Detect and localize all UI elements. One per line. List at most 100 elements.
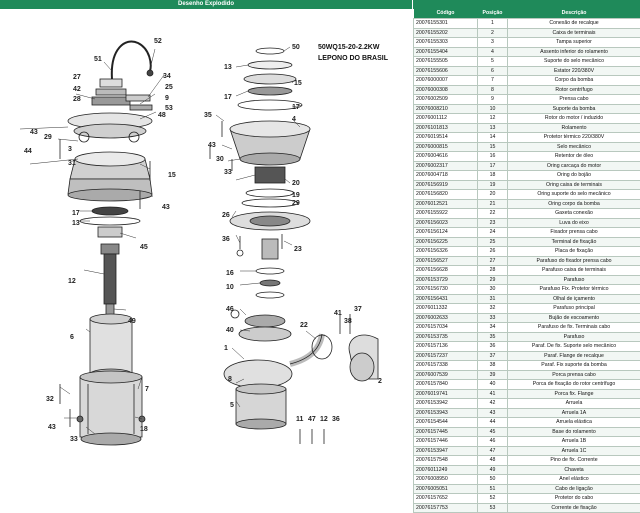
part-code: 20076154544	[414, 418, 478, 428]
part-position: 24	[478, 228, 508, 238]
part-code: 20076153943	[414, 408, 478, 418]
part-code: 20076153947	[414, 446, 478, 456]
part-description: Parafuso	[508, 275, 640, 285]
part-description: Fixador prensa cabo	[508, 228, 640, 238]
callout-16: 16	[226, 270, 234, 277]
callout-33r: 33	[224, 169, 232, 176]
part-code: 20076155606	[414, 66, 478, 76]
part-description: Arruela 1C	[508, 446, 640, 456]
part-position: 22	[478, 209, 508, 219]
part-position: 36	[478, 342, 508, 352]
part-position: 14	[478, 133, 508, 143]
column-header-code: Código	[414, 9, 478, 19]
callout-52: 52	[154, 38, 162, 45]
callout-49: 49	[128, 318, 136, 325]
part-code: 20076004616	[414, 152, 478, 162]
part-description: Corpo da bomba	[508, 76, 640, 86]
part-description: Chaveta	[508, 465, 640, 475]
part-position: 15	[478, 142, 508, 152]
part-position: 43	[478, 408, 508, 418]
part-position: 1	[478, 19, 508, 29]
part-description: Caixa de terminais	[508, 28, 640, 38]
callout-12: 12	[68, 278, 76, 285]
part-code: 20076000007	[414, 76, 478, 86]
part-position: 17	[478, 161, 508, 171]
part-description: Bujão de escoamento	[508, 313, 640, 323]
part-position: 50	[478, 475, 508, 485]
callout-6: 6	[70, 334, 74, 341]
part-code: 20076156023	[414, 218, 478, 228]
part-position: 48	[478, 456, 508, 466]
part-description: Prensa cabo	[508, 95, 640, 105]
part-code: 20076155303	[414, 38, 478, 48]
part-position: 42	[478, 399, 508, 409]
part-description: Paraf. Flange de recalque	[508, 351, 640, 361]
part-position: 33	[478, 313, 508, 323]
part-code: 20076157446	[414, 437, 478, 447]
callout-51: 51	[94, 56, 102, 63]
callout-47: 47	[308, 416, 316, 423]
part-position: 30	[478, 285, 508, 295]
part-position: 28	[478, 266, 508, 276]
part-code: 20076002509	[414, 95, 478, 105]
part-code: 20076019741	[414, 389, 478, 399]
part-code: 20076153735	[414, 332, 478, 342]
part-code: 20076004718	[414, 171, 478, 181]
part-description: Paraf. De fix. Suporte selo mecânico	[508, 342, 640, 352]
part-position: 21	[478, 199, 508, 209]
callout-48: 48	[158, 112, 166, 119]
part-position: 44	[478, 418, 508, 428]
part-code: 20076012521	[414, 199, 478, 209]
callout-41: 41	[334, 310, 342, 317]
callout-35: 35	[204, 112, 212, 119]
part-code: 20076157136	[414, 342, 478, 352]
part-description: Parafuso principal	[508, 304, 640, 314]
part-position: 4	[478, 47, 508, 57]
part-code: 20076156225	[414, 237, 478, 247]
part-description: Parafuso de fix. Terminais cabo	[508, 323, 640, 333]
part-code: 20076011332	[414, 304, 478, 314]
callout-17rb: 17	[292, 104, 300, 111]
callout-53: 53	[165, 105, 173, 112]
part-description: Olhal de içamento	[508, 294, 640, 304]
part-position: 2	[478, 28, 508, 38]
part-position: 39	[478, 370, 508, 380]
part-description: Assento inferior do rolamento	[508, 47, 640, 57]
callout-4: 4	[292, 116, 296, 123]
part-position: 40	[478, 380, 508, 390]
part-position: 52	[478, 494, 508, 504]
part-description: Rolamento	[508, 123, 640, 133]
part-code: 20076153942	[414, 399, 478, 409]
callout-5: 5	[230, 402, 234, 409]
callout-30: 30	[216, 156, 224, 163]
part-description: Parafuso Fix. Protetor térmico	[508, 285, 640, 295]
callout-2: 2	[378, 378, 382, 385]
part-position: 37	[478, 351, 508, 361]
